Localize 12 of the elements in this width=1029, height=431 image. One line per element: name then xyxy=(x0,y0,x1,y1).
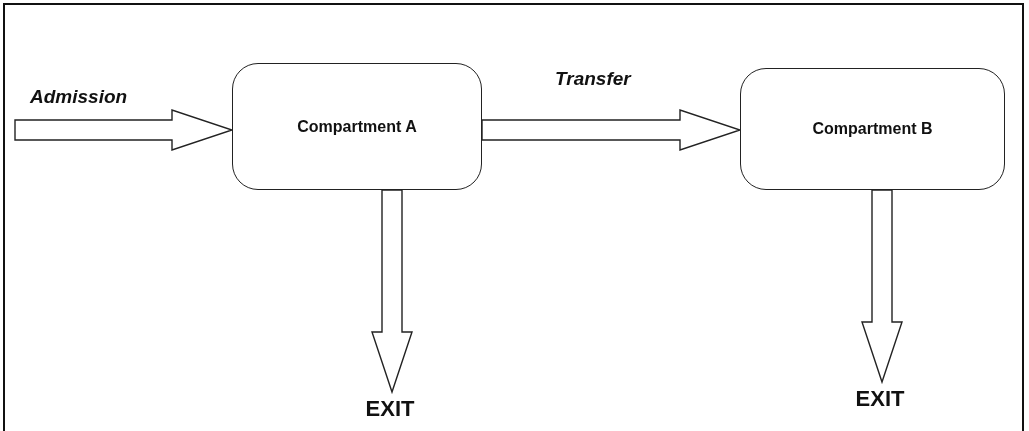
block-arrow xyxy=(14,109,235,151)
block-arrow xyxy=(371,189,413,395)
compartment-box xyxy=(232,63,482,190)
block-arrow xyxy=(481,109,743,151)
compartment-label: Compartment B xyxy=(812,120,933,138)
compartment-label: Compartment A xyxy=(297,117,417,136)
exit-label: EXIT xyxy=(845,382,915,416)
edge-label: Transfer xyxy=(555,68,631,90)
exit-label: EXIT xyxy=(352,392,428,426)
compartment-box xyxy=(740,68,1005,190)
block-arrow xyxy=(861,189,903,385)
edge-label: Admission xyxy=(30,86,128,108)
